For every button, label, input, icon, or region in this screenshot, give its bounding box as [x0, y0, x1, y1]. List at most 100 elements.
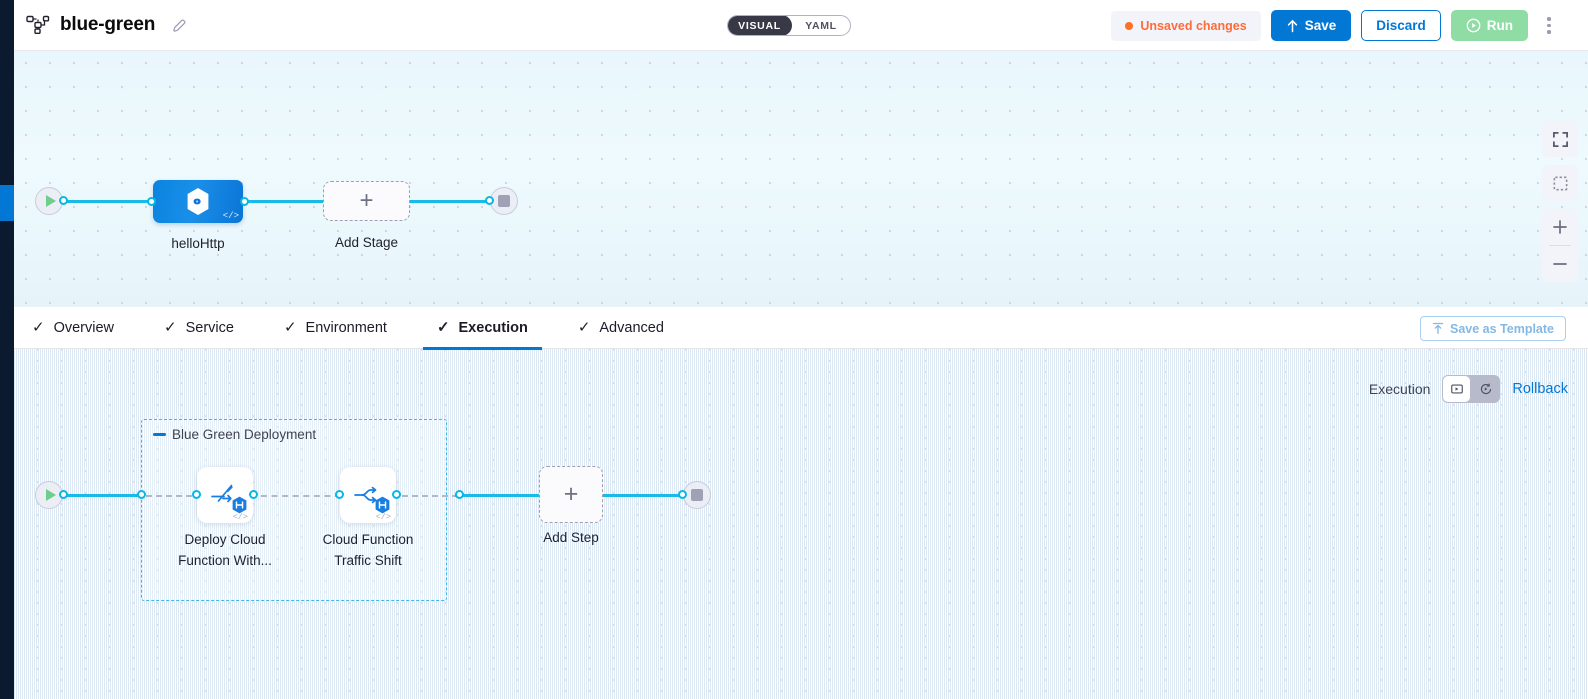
zoom-in-button[interactable]	[1542, 209, 1578, 245]
exec-edge-start	[62, 494, 145, 497]
stage-node-output-port[interactable]	[240, 197, 249, 206]
tab-advanced-label: Advanced	[599, 319, 664, 336]
step1-input-port[interactable]	[192, 490, 201, 499]
stage-config-tabs: ✓ Overview ✓ Service ✓ Environment ✓ Exe…	[14, 307, 1588, 350]
tab-execution[interactable]: ✓ Execution	[422, 307, 542, 350]
tab-environment-label: Environment	[305, 319, 387, 336]
step1-output-port[interactable]	[249, 490, 258, 499]
step-group-label: Blue Green Deployment	[172, 427, 317, 442]
stage-node-input-port[interactable]	[147, 197, 156, 206]
mode-tab-visual[interactable]: VISUAL	[728, 16, 792, 35]
pipeline-header: blue-green VISUAL YAML Unsaved changes S…	[0, 0, 1588, 51]
fit-to-screen-icon	[1553, 176, 1567, 190]
deploy-cloud-function-icon	[211, 484, 233, 503]
code-badge: </>	[222, 211, 239, 221]
discard-button[interactable]: Discard	[1361, 10, 1441, 41]
execution-mode-toggle[interactable]	[1442, 375, 1501, 403]
tab-execution-label: Execution	[458, 319, 528, 336]
step2-output-port[interactable]	[392, 490, 401, 499]
harness-hexagon-icon	[187, 188, 209, 215]
pipeline-start-node[interactable]	[35, 187, 68, 215]
start-node-port[interactable]	[59, 196, 68, 205]
execution-steps-button[interactable]	[1442, 375, 1472, 403]
step-node-traffic-shift[interactable]: </> Cloud Function Traffic Shift	[323, 467, 413, 568]
stage-node-hellohttp[interactable]: </> helloHttp	[147, 180, 249, 251]
pencil-edit-icon[interactable]	[171, 17, 188, 34]
run-button[interactable]: Run	[1450, 10, 1528, 41]
stop-square-icon	[691, 489, 703, 501]
exec-edge-dashed-1	[146, 495, 202, 497]
check-icon: ✓	[164, 319, 177, 336]
check-icon: ✓	[436, 319, 450, 336]
check-icon: ✓	[32, 319, 45, 336]
rollback-view-button[interactable]	[1471, 375, 1500, 403]
save-button-label: Save	[1304, 18, 1337, 33]
zoom-to-fit-button[interactable]	[1542, 165, 1578, 201]
rollback-clock-icon	[1480, 383, 1492, 395]
fullscreen-button[interactable]	[1542, 121, 1578, 157]
save-button[interactable]: Save	[1270, 10, 1352, 41]
save-as-template-button[interactable]: Save as Template	[1420, 316, 1566, 341]
unsaved-dot-icon	[1125, 21, 1134, 30]
tab-service-label: Service	[185, 319, 234, 336]
exec-start-port[interactable]	[59, 490, 68, 499]
stage-node-label: helloHttp	[171, 236, 225, 251]
header-left-group: blue-green	[0, 14, 188, 36]
minus-icon	[1553, 263, 1567, 265]
canvas-controls	[1542, 121, 1578, 290]
execution-end-node[interactable]	[678, 481, 711, 509]
check-icon: ✓	[577, 319, 591, 336]
step-group-header[interactable]: Blue Green Deployment	[153, 427, 316, 442]
zoom-divider	[1549, 245, 1571, 246]
zoom-controls	[1542, 209, 1578, 282]
step-node-label: Cloud Function Traffic Shift	[322, 532, 414, 568]
tab-service[interactable]: ✓ Service	[164, 307, 234, 349]
left-rail-active-indicator	[0, 185, 14, 221]
step-group-blue-green[interactable]	[141, 419, 447, 601]
play-triangle-icon	[45, 195, 56, 207]
check-icon: ✓	[283, 319, 297, 336]
header-actions: Unsaved changes Save Discard Run	[1111, 0, 1574, 51]
add-step-node[interactable]: + Add Step	[539, 466, 603, 545]
unsaved-changes-label: Unsaved changes	[1140, 18, 1247, 33]
group-output-port[interactable]	[455, 490, 464, 499]
mode-tab-yaml[interactable]: YAML	[805, 19, 837, 32]
expand-fullscreen-icon	[1552, 131, 1568, 147]
run-button-label: Run	[1486, 18, 1513, 33]
tab-environment[interactable]: ✓ Environment	[284, 307, 387, 349]
code-badge: </>	[375, 512, 391, 522]
code-badge: </>	[232, 512, 248, 522]
stage-edge-mid	[230, 200, 336, 203]
execution-toolbar: Execution Rollback	[1369, 375, 1568, 403]
add-stage-node[interactable]: + Add Stage	[323, 181, 410, 250]
plus-icon	[1553, 220, 1567, 234]
execution-start-node[interactable]	[35, 481, 68, 509]
tab-overview[interactable]: ✓ Overview	[32, 307, 114, 349]
execution-label: Execution	[1368, 381, 1431, 397]
end-node-port[interactable]	[485, 196, 494, 205]
plus-icon[interactable]: +	[323, 181, 410, 221]
left-nav-rail	[0, 0, 14, 699]
exec-edge-dashed-3	[402, 495, 458, 497]
page-title: blue-green	[60, 14, 156, 35]
step-node-deploy-cloud-function[interactable]: </> Deploy Cloud Function With...	[178, 467, 272, 568]
stage-canvas[interactable]: </> helloHttp + Add Stage	[14, 51, 1588, 307]
execution-canvas[interactable]: Execution Rollback	[14, 349, 1588, 699]
play-circle-icon	[1466, 18, 1481, 33]
kebab-menu-icon[interactable]	[1538, 11, 1560, 41]
visual-yaml-toggle[interactable]: VISUAL YAML	[727, 15, 851, 36]
tab-advanced[interactable]: ✓ Advanced	[578, 307, 664, 349]
exec-end-port[interactable]	[678, 490, 687, 499]
add-stage-label: Add Stage	[334, 235, 399, 250]
collapse-dash-icon[interactable]	[153, 433, 166, 436]
step2-input-port[interactable]	[335, 490, 344, 499]
group-input-port[interactable]	[137, 490, 146, 499]
stage-edge-start	[62, 200, 162, 203]
rollback-link[interactable]: Rollback	[1512, 381, 1568, 397]
pipeline-end-node[interactable]	[485, 187, 518, 215]
zoom-out-button[interactable]	[1542, 246, 1578, 282]
plus-icon[interactable]: +	[539, 466, 603, 523]
pipeline-nodes-icon	[26, 15, 50, 35]
unsaved-changes-badge: Unsaved changes	[1111, 10, 1261, 41]
